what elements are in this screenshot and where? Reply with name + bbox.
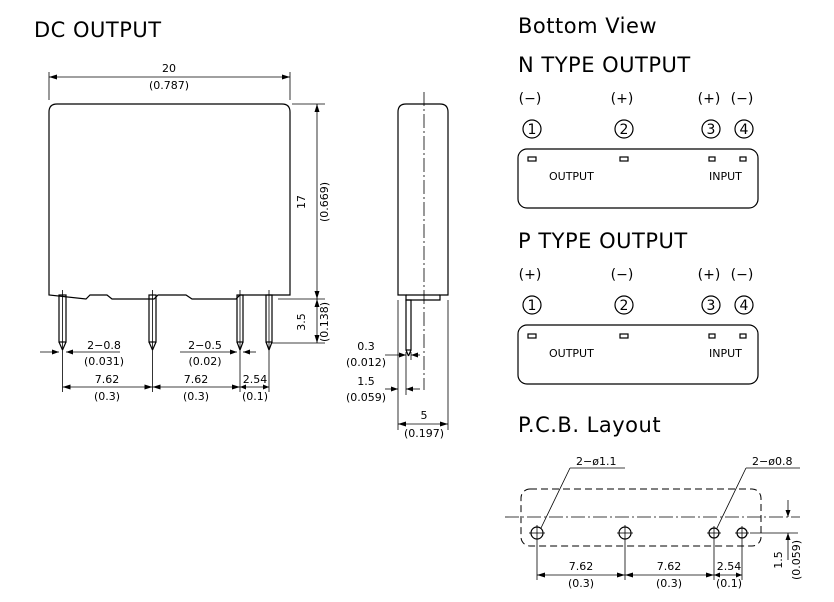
n-type-body (517, 148, 759, 209)
p-pin-4: 4 (740, 298, 749, 314)
n-type-title: N TYPE OUTPUT (518, 53, 691, 77)
pin-width-1-in: (0.031) (84, 355, 124, 368)
pcb-pitch-2-in: (0.3) (656, 577, 682, 590)
p-type-bottom-view: (+) (−) (+) (−) 1 2 3 4 OUTPUT INPUT (517, 267, 759, 385)
pcb-hole-3 (707, 526, 721, 540)
pcb-hole-small-label: 2−ø0.8 (752, 455, 792, 468)
p-polarity-1: (+) (519, 267, 542, 283)
front-view: 20 (0.787) 17 (0.669) 3.5 (0.138) 2−0.8 … (40, 62, 331, 403)
p-type-title: P TYPE OUTPUT (518, 229, 688, 253)
n-input-label: INPUT (709, 170, 742, 183)
p-pin-1: 1 (528, 298, 537, 314)
pcb-offset-mm: 1.5 (772, 551, 785, 569)
side-view: 0.3 (0.012) 1.5 (0.059) 5 (0.197) (346, 92, 449, 440)
n-polarity-4: (−) (731, 91, 754, 107)
pcb-pitch-1-in: (0.3) (568, 577, 594, 590)
pitch-3-in: (0.1) (242, 390, 268, 403)
height-in-label: (0.669) (318, 182, 331, 222)
pcb-pitch-3-mm: 2.54 (717, 560, 742, 573)
front-pins (58, 290, 273, 352)
p-pin-2: 2 (620, 298, 629, 314)
pcb-pitch-1-mm: 7.62 (569, 560, 594, 573)
n-polarity-3: (+) (698, 91, 721, 107)
pitch-1-in: (0.3) (94, 390, 120, 403)
pin-width-1-mm: 2−0.8 (87, 339, 121, 352)
p-polarity-4: (−) (731, 267, 754, 283)
pcb-hole-2 (617, 525, 633, 541)
pcb-layout: 2−ø1.1 2−ø0.8 7.62 (0.3) 7.62 (0.3) 2.54… (505, 455, 803, 590)
pitch-2-mm: 7.62 (184, 373, 209, 386)
depth-in: (0.197) (404, 427, 444, 440)
n-pin-2: 2 (620, 122, 629, 138)
p-input-label: INPUT (709, 347, 742, 360)
dc-output-title: DC OUTPUT (34, 18, 162, 42)
p-polarity-2: (−) (611, 267, 634, 283)
pcb-hole-4 (735, 526, 749, 540)
depth-mm: 5 (421, 409, 428, 422)
n-polarity-2: (+) (611, 91, 634, 107)
pcb-outline (520, 488, 762, 547)
pin-thickness-in: (0.012) (346, 356, 386, 369)
height-mm-label: 17 (295, 195, 308, 209)
pin-length-in-label: (0.138) (318, 302, 331, 342)
pin-offset-mm: 1.5 (357, 375, 375, 388)
p-output-label: OUTPUT (549, 347, 594, 360)
p-polarity-3: (+) (698, 267, 721, 283)
n-pin-4: 4 (740, 122, 749, 138)
width-in-label: (0.787) (149, 79, 189, 92)
n-polarity-1: (−) (519, 91, 542, 107)
pin-length-mm-label: 3.5 (295, 313, 308, 331)
relay-body-outline (48, 103, 291, 300)
bottom-view-title: Bottom View (518, 14, 657, 38)
pitch-3-mm: 2.54 (243, 373, 268, 386)
pitch-2-in: (0.3) (183, 390, 209, 403)
pcb-hole-large-label: 2−ø1.1 (576, 455, 616, 468)
n-pin-3: 3 (707, 122, 716, 138)
pitch-1-mm: 7.62 (95, 373, 120, 386)
pcb-pitch-2-mm: 7.62 (657, 560, 682, 573)
pcb-hole-1 (529, 525, 545, 541)
pcb-pitch-3-in: (0.1) (716, 577, 742, 590)
p-pin-3: 3 (707, 298, 716, 314)
width-mm-label: 20 (162, 62, 176, 75)
n-type-bottom-view: (−) (+) (+) (−) 1 2 3 4 OUTPUT INPUT (517, 91, 759, 209)
n-pin-1: 1 (528, 122, 537, 138)
pin-offset-in: (0.059) (346, 391, 386, 404)
pcb-layout-title: P.C.B. Layout (518, 413, 661, 437)
p-type-body (517, 324, 759, 385)
pin-width-2-mm: 2−0.5 (188, 339, 222, 352)
pin-width-2-in: (0.02) (188, 355, 221, 368)
pcb-offset-in: (0.059) (790, 540, 803, 580)
side-body-outline (397, 103, 449, 301)
n-output-label: OUTPUT (549, 170, 594, 183)
pin-thickness-mm: 0.3 (357, 340, 375, 353)
